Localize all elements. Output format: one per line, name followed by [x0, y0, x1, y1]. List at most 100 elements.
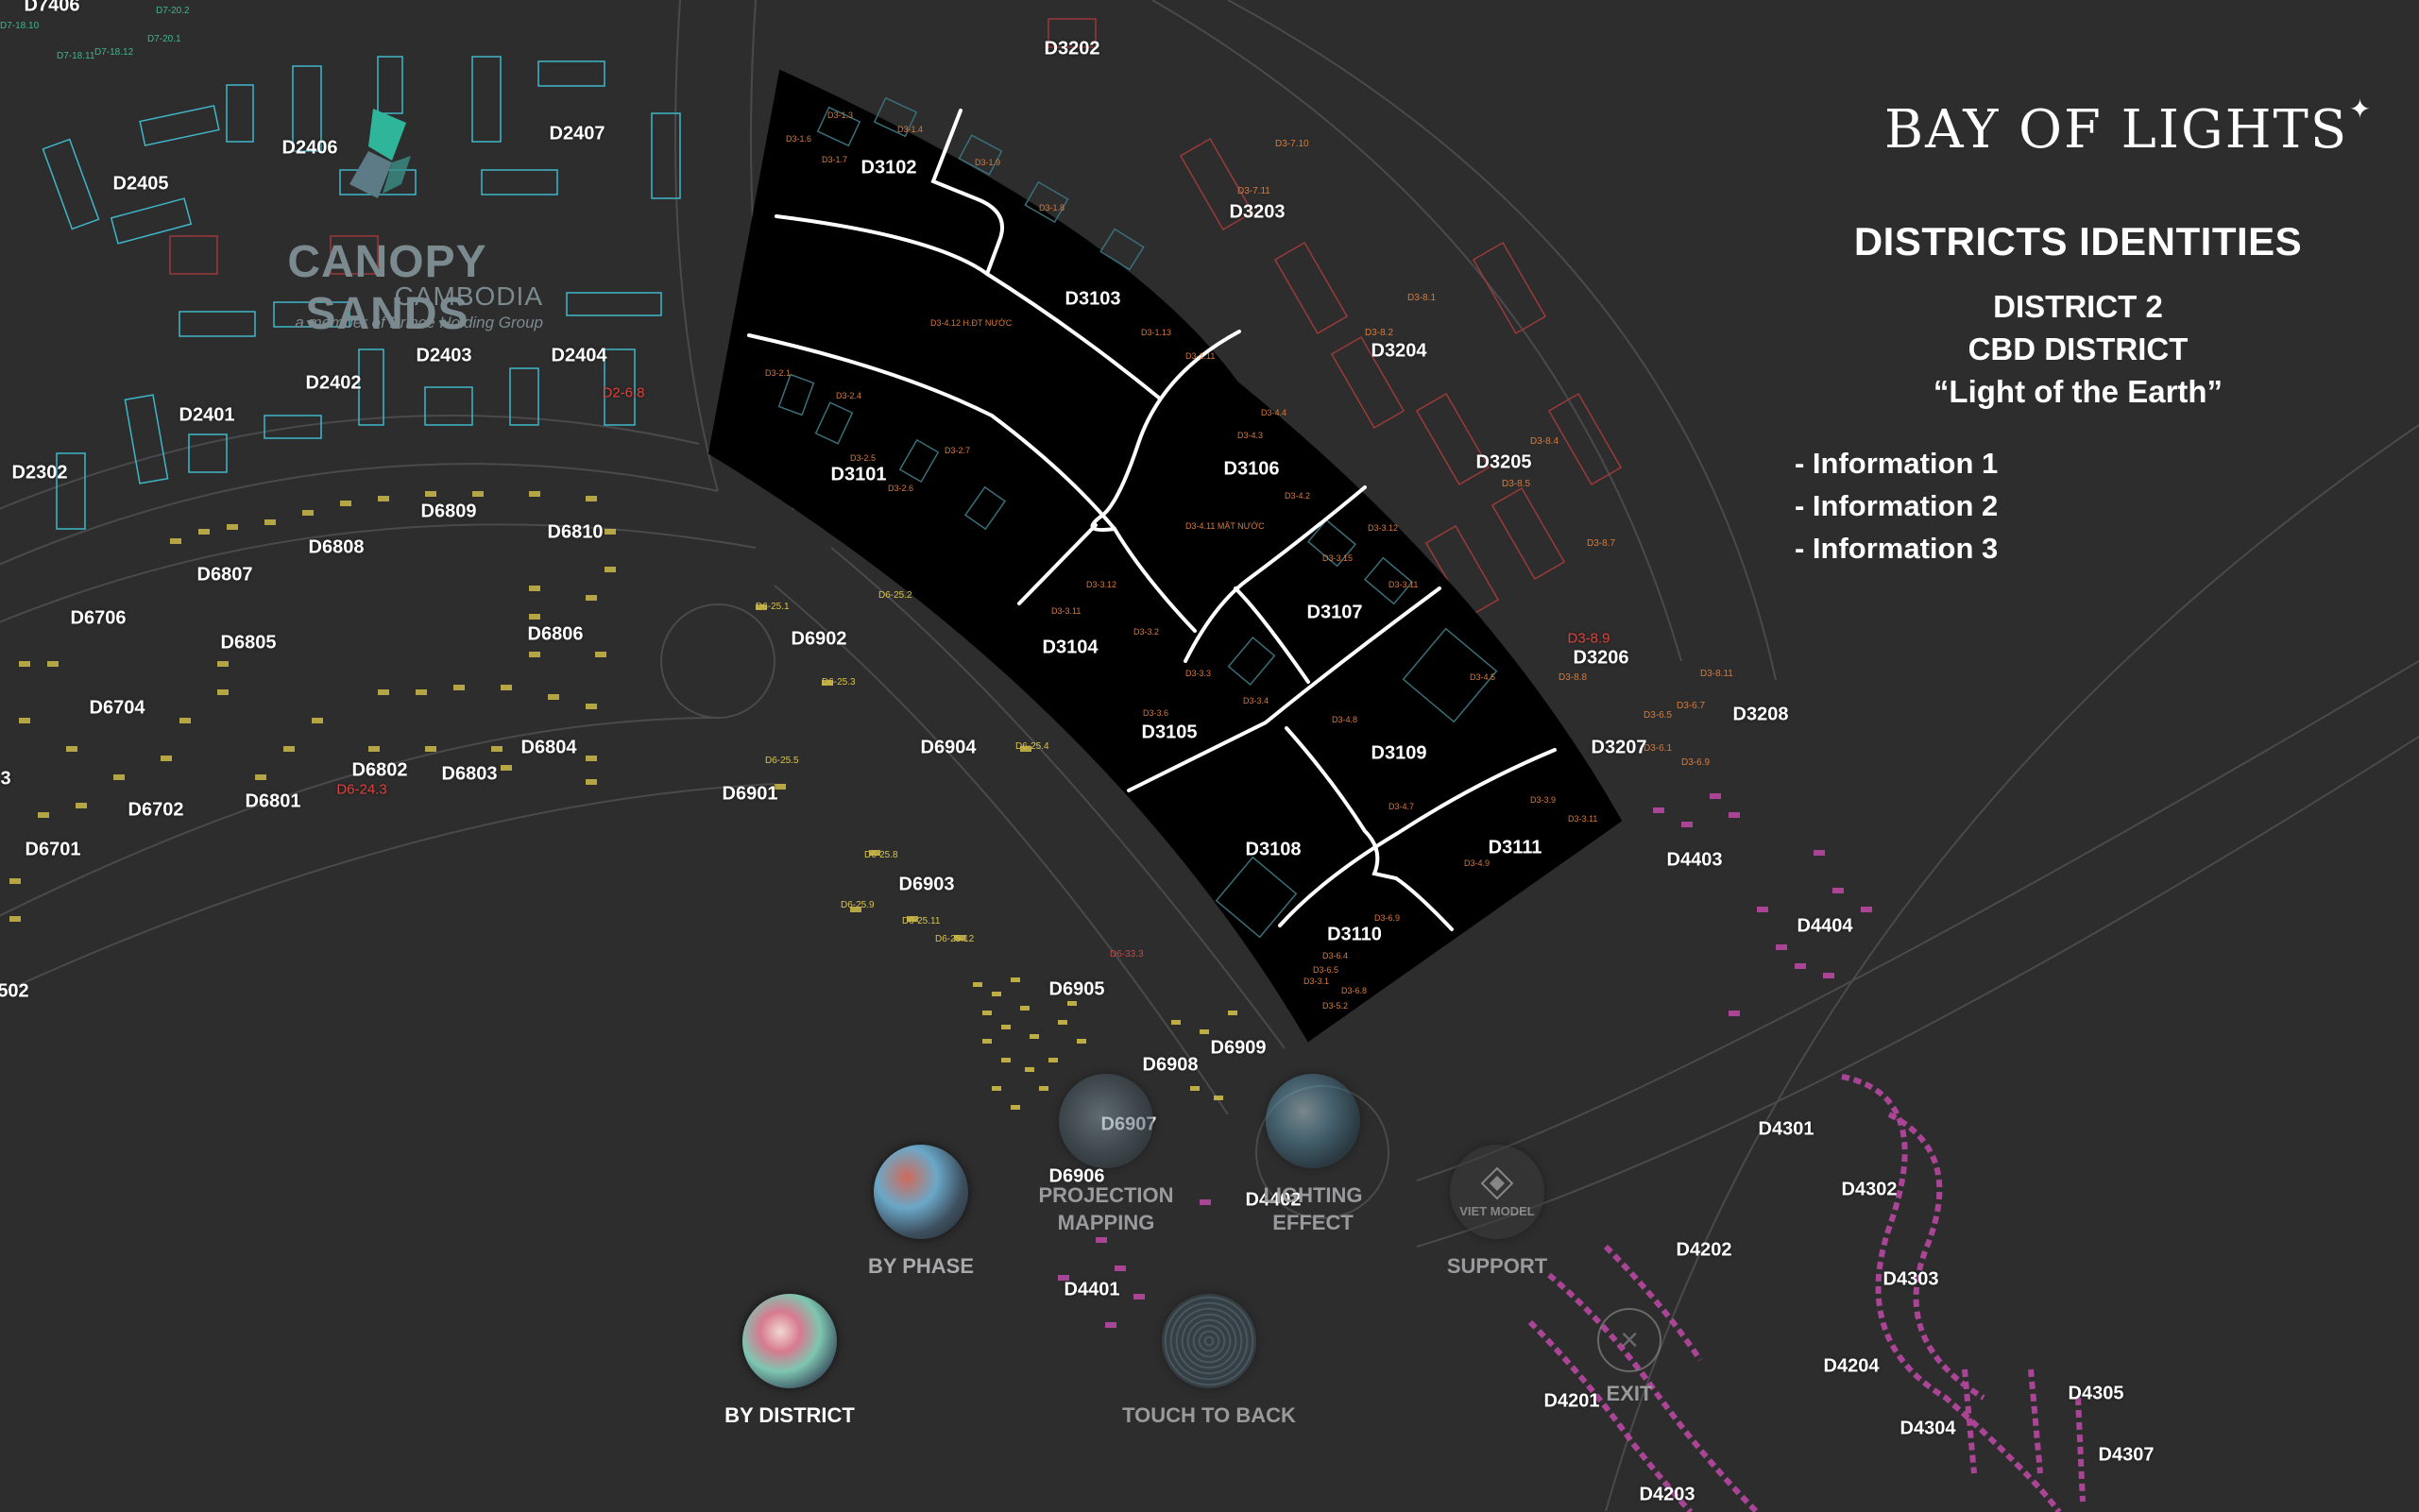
plot-label[interactable]: D6701	[25, 839, 81, 860]
plot-label[interactable]: D6801	[245, 790, 301, 812]
plot-label[interactable]: D6904	[920, 737, 977, 758]
plot-label[interactable]: D6805	[220, 632, 277, 654]
plot-label[interactable]: D6702	[128, 799, 184, 821]
plot-label[interactable]: D3111	[1488, 837, 1542, 858]
plot-label[interactable]: D4404	[1797, 915, 1853, 937]
plot-label[interactable]: D4303	[1882, 1268, 1939, 1290]
plot-label[interactable]: D6803	[441, 763, 498, 785]
plot-label[interactable]: D4304	[1899, 1418, 1956, 1439]
plot-label[interactable]: D6706	[70, 607, 127, 629]
lots-magenta	[1058, 793, 1872, 1328]
plot-label[interactable]: D3203	[1229, 201, 1286, 223]
plot-label[interactable]: D4302	[1841, 1179, 1898, 1200]
plot-label[interactable]: D2401	[179, 404, 235, 426]
plot-label[interactable]: D3207	[1591, 737, 1647, 758]
svg-text:D6-25.2: D6-25.2	[878, 590, 912, 601]
info-item-3[interactable]: - Information 3	[1795, 532, 1999, 565]
close-icon: ×	[1597, 1308, 1661, 1372]
plot-label[interactable]: D3107	[1306, 602, 1363, 623]
plot-label[interactable]: D6704	[89, 697, 145, 719]
plot-label[interactable]: D3208	[1732, 704, 1789, 725]
svg-text:D3-4.4: D3-4.4	[1261, 408, 1286, 417]
plot-label[interactable]: D4301	[1758, 1118, 1814, 1140]
svg-text:D3-8.7: D3-8.7	[1587, 538, 1615, 549]
by-phase-button[interactable]: BY PHASE	[826, 1145, 1015, 1280]
plot-label[interactable]: D3105	[1141, 722, 1198, 743]
plot-label[interactable]: D6804	[520, 737, 577, 758]
plot-label[interactable]: D4401	[1064, 1279, 1120, 1300]
plot-label[interactable]: D4203	[1639, 1484, 1695, 1505]
plot-label[interactable]: D6802	[351, 759, 408, 781]
brand-logo: CANOPY SANDS CAMBODIA a member of Prince…	[203, 104, 571, 340]
svg-text:D3-1.7: D3-1.7	[822, 155, 847, 164]
projection-mapping-button[interactable]: PROJECTION MAPPING	[1012, 1074, 1201, 1236]
plot-label[interactable]: D2404	[551, 345, 607, 366]
plot-label[interactable]: D3205	[1475, 451, 1532, 473]
plot-label[interactable]: D6905	[1048, 978, 1105, 1000]
plot-label[interactable]: D2302	[11, 462, 68, 484]
plot-label[interactable]: 3	[0, 768, 11, 790]
plot-label[interactable]: D3204	[1371, 340, 1427, 362]
plot-label[interactable]: D6902	[791, 628, 847, 650]
info-item-2[interactable]: - Information 2	[1795, 489, 1999, 522]
svg-text:D3-3.3: D3-3.3	[1185, 669, 1211, 678]
svg-text:D6-25.1: D6-25.1	[756, 602, 790, 612]
lots-yellow	[9, 491, 1031, 941]
plot-label[interactable]: D4403	[1666, 849, 1723, 871]
plot-label[interactable]: D3109	[1371, 742, 1427, 764]
diamond-icon	[1480, 1166, 1514, 1199]
info-list: - Information 1 - Information 2 - Inform…	[1795, 442, 1998, 569]
plot-label[interactable]: D2405	[112, 173, 169, 195]
phase-globe-icon	[874, 1145, 968, 1239]
svg-text:D3-3.12: D3-3.12	[1368, 523, 1398, 533]
lighting-effect-button[interactable]: LIGHTING EFFECT	[1218, 1074, 1407, 1236]
svg-text:D6-25.12: D6-25.12	[935, 934, 975, 944]
plot-label[interactable]: D3106	[1223, 458, 1280, 480]
plot-label[interactable]: D3104	[1042, 637, 1099, 658]
svg-text:D3-1.8: D3-1.8	[1039, 203, 1065, 212]
plot-label[interactable]: D3101	[830, 464, 887, 485]
plot-label[interactable]: D3202	[1044, 38, 1100, 59]
plot-label[interactable]: D6806	[527, 623, 584, 645]
plot-label[interactable]: D4402	[1245, 1189, 1302, 1211]
plot-label[interactable]: D4201	[1543, 1390, 1600, 1412]
svg-text:D3-2.6: D3-2.6	[888, 484, 913, 493]
info-item-1[interactable]: - Information 1	[1795, 447, 1999, 480]
district-3-area[interactable]	[707, 69, 1623, 1043]
plot-label[interactable]: D3110	[1327, 924, 1382, 945]
plot-label[interactable]: D4204	[1823, 1355, 1880, 1377]
plot-label[interactable]: D2407	[549, 123, 605, 144]
plot-label[interactable]: D4307	[2098, 1444, 2155, 1466]
plot-label[interactable]: D6906	[1048, 1165, 1105, 1187]
lot-code-label: D2-6.8	[602, 384, 645, 401]
plot-label[interactable]: D6908	[1142, 1054, 1199, 1076]
plot-label[interactable]: D7406	[24, 0, 80, 16]
plot-label[interactable]: D3103	[1065, 288, 1121, 310]
plot-label[interactable]: D6807	[196, 564, 253, 586]
plot-label[interactable]: 502	[0, 980, 29, 1002]
plot-label[interactable]: D3102	[860, 157, 917, 178]
plot-label[interactable]: D6810	[547, 521, 604, 543]
by-district-button[interactable]: BY DISTRICT	[695, 1294, 884, 1429]
touch-to-back-button[interactable]: TOUCH TO BACK	[1115, 1294, 1303, 1429]
plot-label[interactable]: D6909	[1210, 1037, 1267, 1059]
svg-text:D3-4.9: D3-4.9	[1464, 858, 1490, 868]
plot-label[interactable]: D2406	[281, 137, 338, 159]
plot-label[interactable]: D2403	[416, 345, 472, 366]
support-button[interactable]: VIET MODEL SUPPORT	[1403, 1145, 1592, 1280]
plot-label[interactable]: D6808	[308, 536, 365, 558]
exit-button[interactable]: × EXIT	[1535, 1308, 1724, 1407]
plot-label[interactable]: D6901	[722, 783, 778, 805]
plot-label[interactable]: D3108	[1245, 839, 1302, 860]
plot-label[interactable]: D6903	[898, 874, 955, 895]
plot-label[interactable]: D2402	[305, 372, 362, 394]
sparkle-icon: ✦	[2348, 93, 2374, 125]
district-slogan: “Light of the Earth”	[1933, 374, 2223, 409]
plot-label[interactable]: D4305	[2068, 1383, 2124, 1404]
plot-label[interactable]: D4202	[1676, 1239, 1732, 1261]
svg-text:D3-8.1: D3-8.1	[1407, 293, 1436, 303]
plot-label[interactable]: D6809	[420, 501, 477, 522]
svg-text:D3-3.2: D3-3.2	[1133, 627, 1159, 637]
plot-label[interactable]: D3206	[1573, 647, 1629, 669]
